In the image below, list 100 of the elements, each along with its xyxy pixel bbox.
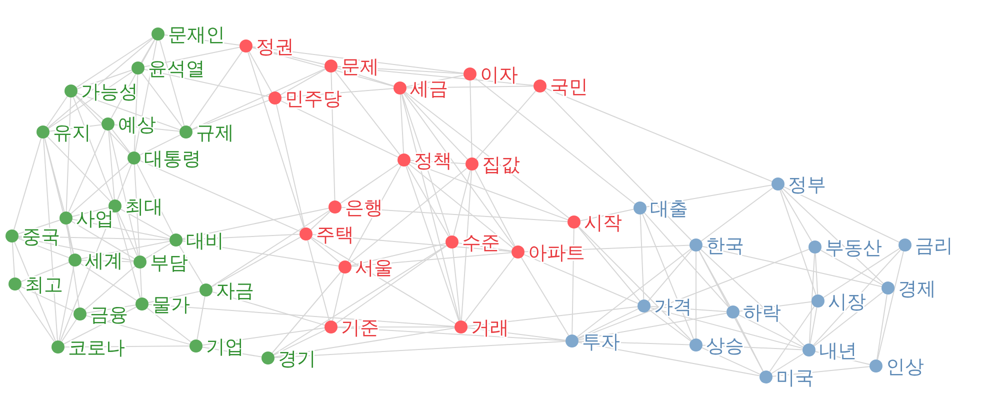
connector-line [648,249,692,302]
term-label: 서울 [355,257,393,279]
connector-line [273,245,447,355]
connector-line [337,326,455,328]
term-label: 시장 [828,291,866,313]
connector-line [401,94,460,322]
term-label: 최고 [25,274,63,296]
connector-line [348,165,402,262]
connector-line [111,128,131,154]
connector-line [276,104,306,228]
connector-line [404,92,570,218]
connector-line [44,138,65,212]
node-dot [36,126,50,138]
term-label: 세계 [85,250,123,272]
term-label: 대비 [186,230,224,252]
connector-line [780,190,816,296]
connector-line [814,292,884,346]
term-label: 최대 [125,196,163,218]
term-label: 정권 [256,36,294,58]
term-label: 금리 [915,235,953,257]
connector-line [43,138,58,341]
connector-line [189,50,243,128]
connector-line [336,245,448,324]
connector-line [470,80,472,158]
term-label: 시작 [584,212,622,234]
node-dot [324,320,338,334]
connector-line [350,243,446,266]
connector-line [58,266,74,342]
node-dot [170,234,182,246]
connector-line [738,314,804,348]
connector-line [141,72,183,128]
connector-line [71,220,135,260]
connector-line [136,163,174,235]
node-dot [64,84,78,98]
connector-line [76,70,132,90]
connector-line [80,240,170,260]
connector-line [642,214,694,340]
connector-line [116,212,141,298]
connector-line [182,240,340,266]
connector-line [546,88,772,182]
connector-line [12,242,16,278]
connector-line [202,327,326,346]
term-label: 경기 [278,348,316,370]
node-dot [240,40,252,52]
connector-line [117,211,138,257]
connector-line [310,238,340,264]
connector-line [274,340,566,358]
connector-line [467,306,638,327]
connector-line [474,169,516,247]
connector-line [116,164,132,200]
node-dot [760,370,772,384]
connector-line [520,257,570,336]
connector-line [403,92,515,248]
connector-line [330,72,336,201]
connector-line [544,90,692,241]
node-dot [134,256,146,268]
node-dot [634,202,646,214]
connector-line [139,160,301,232]
connector-line [466,327,566,341]
connector-line [402,94,450,236]
connector-line [211,236,301,288]
term-label: 금융 [90,304,128,326]
connector-line [145,242,171,260]
term-label: 대출 [650,198,688,220]
node-dot [328,200,342,214]
connector-line [698,250,764,372]
term-label: 경제 [898,278,936,300]
node-dot [68,254,82,266]
connector-line [110,39,156,119]
node-dot [454,320,468,334]
connector-line [196,296,206,340]
connector-line [75,94,104,120]
connector-line [212,291,326,326]
connector-line [76,37,154,88]
connector-line [877,250,904,360]
connector-line [182,234,300,240]
node-dot [464,68,476,80]
node-dot [870,360,882,372]
connector-line [44,138,74,254]
node-dot [200,284,212,296]
connector-line [578,248,810,340]
term-label: 한국 [706,235,744,257]
connector-line [72,218,170,240]
node-dot [152,28,164,40]
term-label: 기업 [206,336,244,358]
connector-line [307,240,330,322]
connector-line [400,94,404,154]
term-label: 민주당 [285,88,342,110]
connector-line [140,268,142,298]
connector-line [68,129,106,213]
node-dot [180,126,192,138]
term-label: 기준 [341,317,379,339]
connector-line [248,52,304,228]
connector-line [334,70,400,156]
connector-line [144,68,270,98]
connector-line [410,162,568,220]
connector-line [248,51,272,93]
connector-line [644,212,730,308]
connector-line [408,164,514,248]
connector-line [70,162,130,214]
